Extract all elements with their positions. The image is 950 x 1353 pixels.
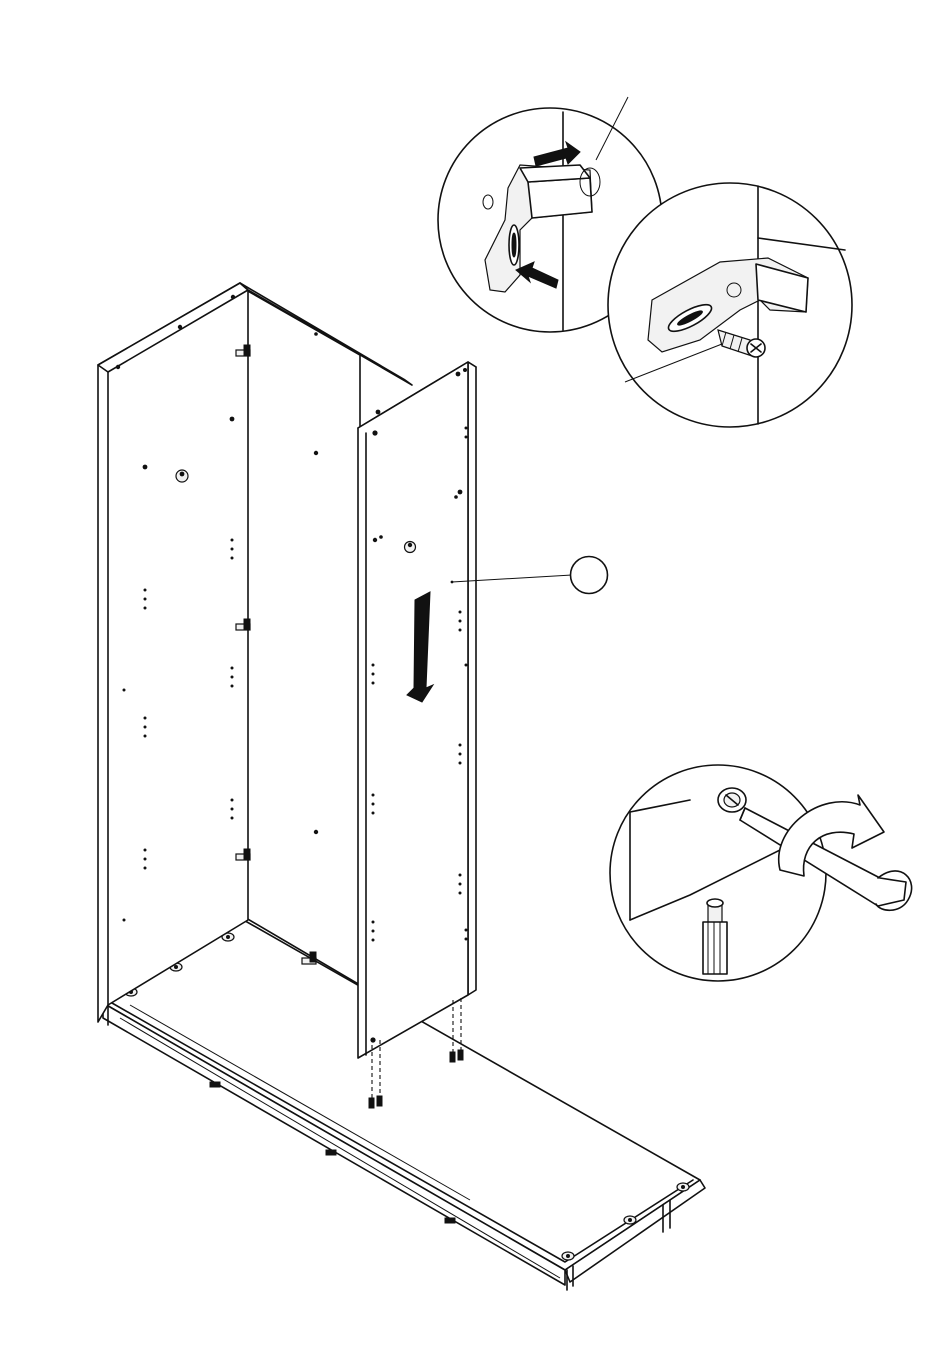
pin-hole — [459, 744, 462, 747]
pin-hole — [459, 883, 462, 886]
pin-hole — [459, 874, 462, 877]
hanger-keyhole — [405, 542, 416, 553]
pin-hole — [144, 858, 147, 861]
screw-icon — [377, 1096, 382, 1106]
screw-icon — [450, 1052, 455, 1062]
pin-hole — [459, 762, 462, 765]
pin-hole — [372, 803, 375, 806]
pin-hole — [465, 664, 468, 667]
pin-hole — [123, 919, 126, 922]
pin-hole — [459, 892, 462, 895]
pin-hole — [372, 921, 375, 924]
pin-hole — [372, 794, 375, 797]
pin-hole — [144, 589, 147, 592]
pin-hole — [459, 611, 462, 614]
pin-hole — [459, 753, 462, 756]
pin-hole — [144, 867, 147, 870]
pin-hole — [459, 620, 462, 623]
pin-hole — [231, 817, 234, 820]
pin-hole — [144, 726, 147, 729]
pin-hole — [231, 548, 234, 551]
pin-hole — [123, 689, 126, 692]
pin-hole — [372, 812, 375, 815]
pin-hole — [459, 629, 462, 632]
hanger-keyhole — [176, 470, 188, 482]
pin-hole — [144, 607, 147, 610]
pin-hole — [372, 930, 375, 933]
pin-hole — [372, 939, 375, 942]
pin-hole — [465, 436, 468, 439]
pin-hole — [231, 667, 234, 670]
right-side-panel — [358, 362, 608, 1058]
pin-hole — [372, 673, 375, 676]
pin-hole — [231, 799, 234, 802]
cam-lock-icon — [718, 788, 746, 812]
pin-hole — [231, 685, 234, 688]
pin-hole — [231, 676, 234, 679]
pin-hole — [465, 938, 468, 941]
bracket-screw-detail — [608, 183, 852, 427]
base-cam-fitting — [624, 1216, 636, 1224]
pin-hole — [144, 849, 147, 852]
pin-hole — [465, 427, 468, 430]
part-callout-bubble — [571, 557, 608, 594]
pin-hole — [372, 682, 375, 685]
pin-hole — [144, 598, 147, 601]
base-cam-fitting — [562, 1252, 574, 1260]
screw-icon — [369, 1098, 374, 1108]
screwdriver-detail — [610, 765, 912, 981]
pin-hole — [144, 735, 147, 738]
pin-hole — [465, 929, 468, 932]
pin-hole — [144, 717, 147, 720]
base-cam-fitting — [677, 1183, 689, 1191]
pin-hole — [372, 664, 375, 667]
pin-hole — [231, 539, 234, 542]
pin-hole — [231, 557, 234, 560]
screw-icon — [458, 1050, 463, 1060]
pin-hole — [231, 808, 234, 811]
